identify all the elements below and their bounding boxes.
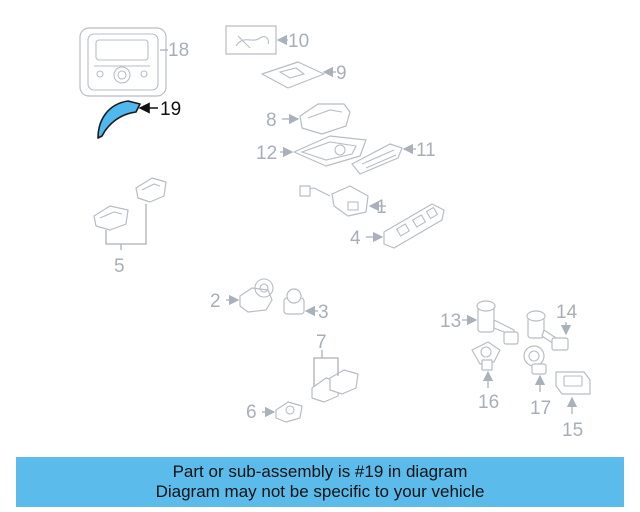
callout-7: 7 <box>316 332 327 353</box>
callout-5: 5 <box>114 256 125 277</box>
part-8-cover <box>299 103 351 135</box>
banner-line-1: Part or sub-assembly is #19 in diagram <box>172 462 468 481</box>
callout-11: 11 <box>416 140 436 161</box>
part-19-trim-panel <box>97 100 141 139</box>
callout-8: 8 <box>266 110 277 131</box>
part-2-switch <box>239 278 274 313</box>
info-banner: Part or sub-assembly is #19 in diagram D… <box>16 457 624 507</box>
parts-diagram: 18 19 10 9 8 12 11 <box>79 25 591 441</box>
part-4-switch-module <box>383 203 445 249</box>
part-7-switches <box>311 350 359 403</box>
part-14-sensor <box>526 310 569 351</box>
callout-1: 1 <box>376 197 387 218</box>
banner-line-2: Diagram may not be specific to your vehi… <box>155 482 485 501</box>
part-12-tray <box>293 135 367 167</box>
part-17-sensor <box>523 345 547 375</box>
callout-19: 19 <box>160 99 181 120</box>
callout-16: 16 <box>478 392 499 413</box>
callout-13: 13 <box>440 311 461 332</box>
callout-2: 2 <box>210 291 221 312</box>
part-5-switches <box>93 177 167 250</box>
part-18-head-unit <box>79 27 167 97</box>
part-15-switch <box>555 371 591 395</box>
callout-9: 9 <box>336 63 347 84</box>
callout-12: 12 <box>256 143 277 164</box>
callout-14: 14 <box>556 302 578 323</box>
part-10-cable <box>225 25 277 55</box>
part-3-knob <box>283 288 305 315</box>
callout-4: 4 <box>350 228 361 249</box>
part-1-switch <box>299 185 369 217</box>
part-13-sensor <box>476 300 519 345</box>
callout-18: 18 <box>168 40 189 61</box>
part-16-bracket <box>471 341 501 371</box>
callout-6: 6 <box>246 402 257 423</box>
callout-17: 17 <box>530 398 551 419</box>
callout-3: 3 <box>318 302 329 323</box>
callout-10: 10 <box>288 31 309 52</box>
part-6-switch <box>275 401 303 423</box>
part-11-switch-panel <box>351 143 403 175</box>
callout-15: 15 <box>562 420 583 441</box>
part-9-bracket <box>261 61 325 89</box>
